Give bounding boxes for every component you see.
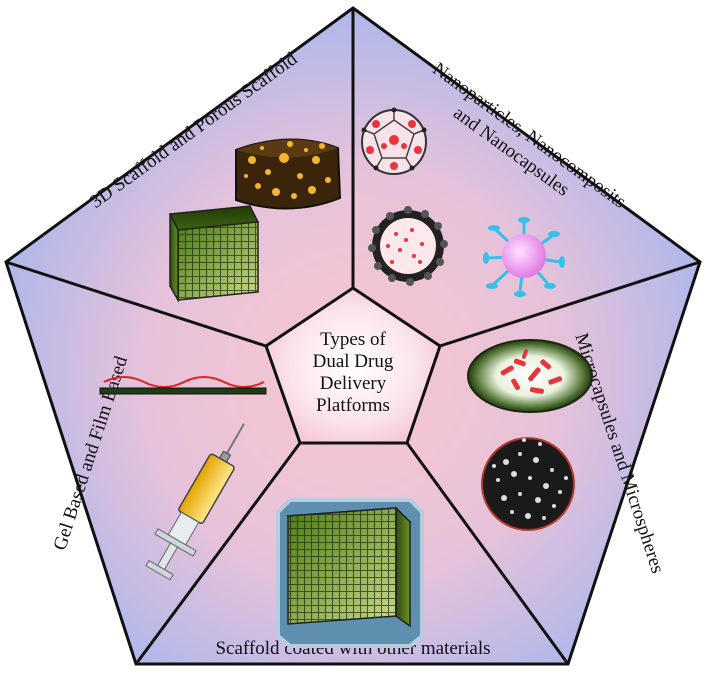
center-title-line-2: Dual Drug bbox=[313, 351, 394, 372]
film-layer-icon bbox=[99, 376, 267, 395]
nanocapsule-sphere-icon bbox=[368, 206, 448, 286]
center-title: Types of Dual Drug Delivery Platforms bbox=[313, 329, 394, 416]
center-title-line-1: Types of bbox=[320, 329, 386, 350]
center-pentagon bbox=[264, 286, 442, 445]
virus-like-nanocomposite-icon bbox=[483, 217, 565, 297]
center-title-line-3: Delivery bbox=[320, 373, 387, 394]
segment-dividers bbox=[5, 8, 701, 665]
syringe-icon bbox=[145, 423, 245, 581]
center-title-line-4: Platforms bbox=[316, 395, 390, 416]
porous-scaffold-block-icon bbox=[235, 138, 342, 210]
porous-microsphere-icon bbox=[481, 437, 575, 531]
3d-mesh-cube-icon bbox=[168, 205, 260, 303]
coated-scaffold-cube-icon bbox=[276, 498, 424, 648]
fullerene-nanoparticle-icon bbox=[361, 107, 427, 175]
microcapsule-ellipse-icon bbox=[467, 339, 593, 413]
